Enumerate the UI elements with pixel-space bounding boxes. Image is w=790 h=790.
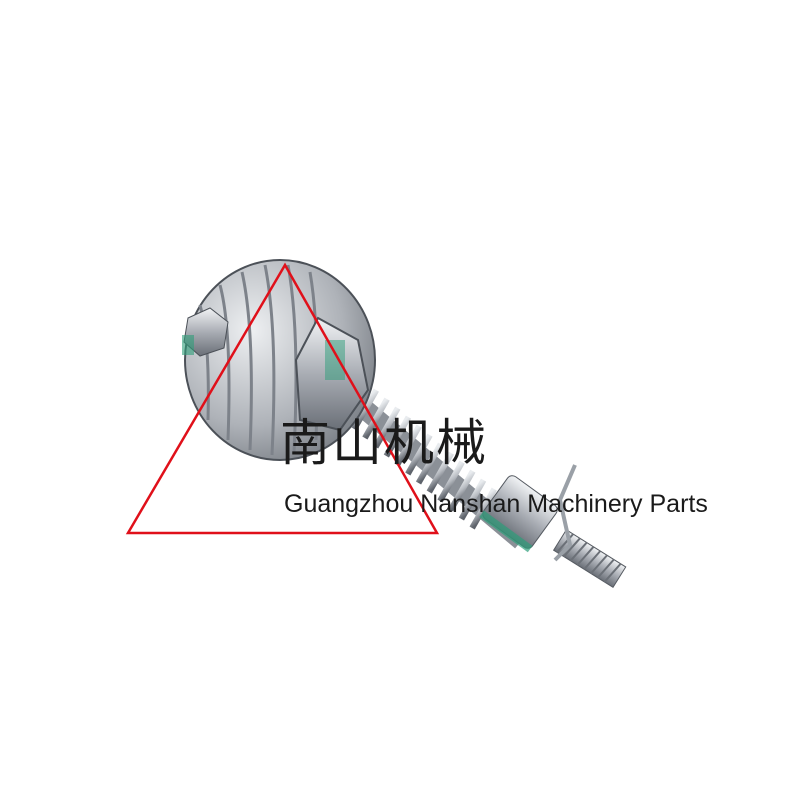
threaded-stud — [552, 529, 627, 588]
watermark-english-text: Guangzhou Nanshan Machinery Parts — [284, 490, 708, 518]
watermark-triangle — [125, 262, 440, 535]
watermark-chinese-text: 南山机械 — [280, 414, 488, 472]
threaded-body — [184, 259, 376, 461]
wire-clip — [553, 464, 577, 562]
end-collar — [479, 475, 558, 553]
bolt-head — [182, 307, 229, 357]
